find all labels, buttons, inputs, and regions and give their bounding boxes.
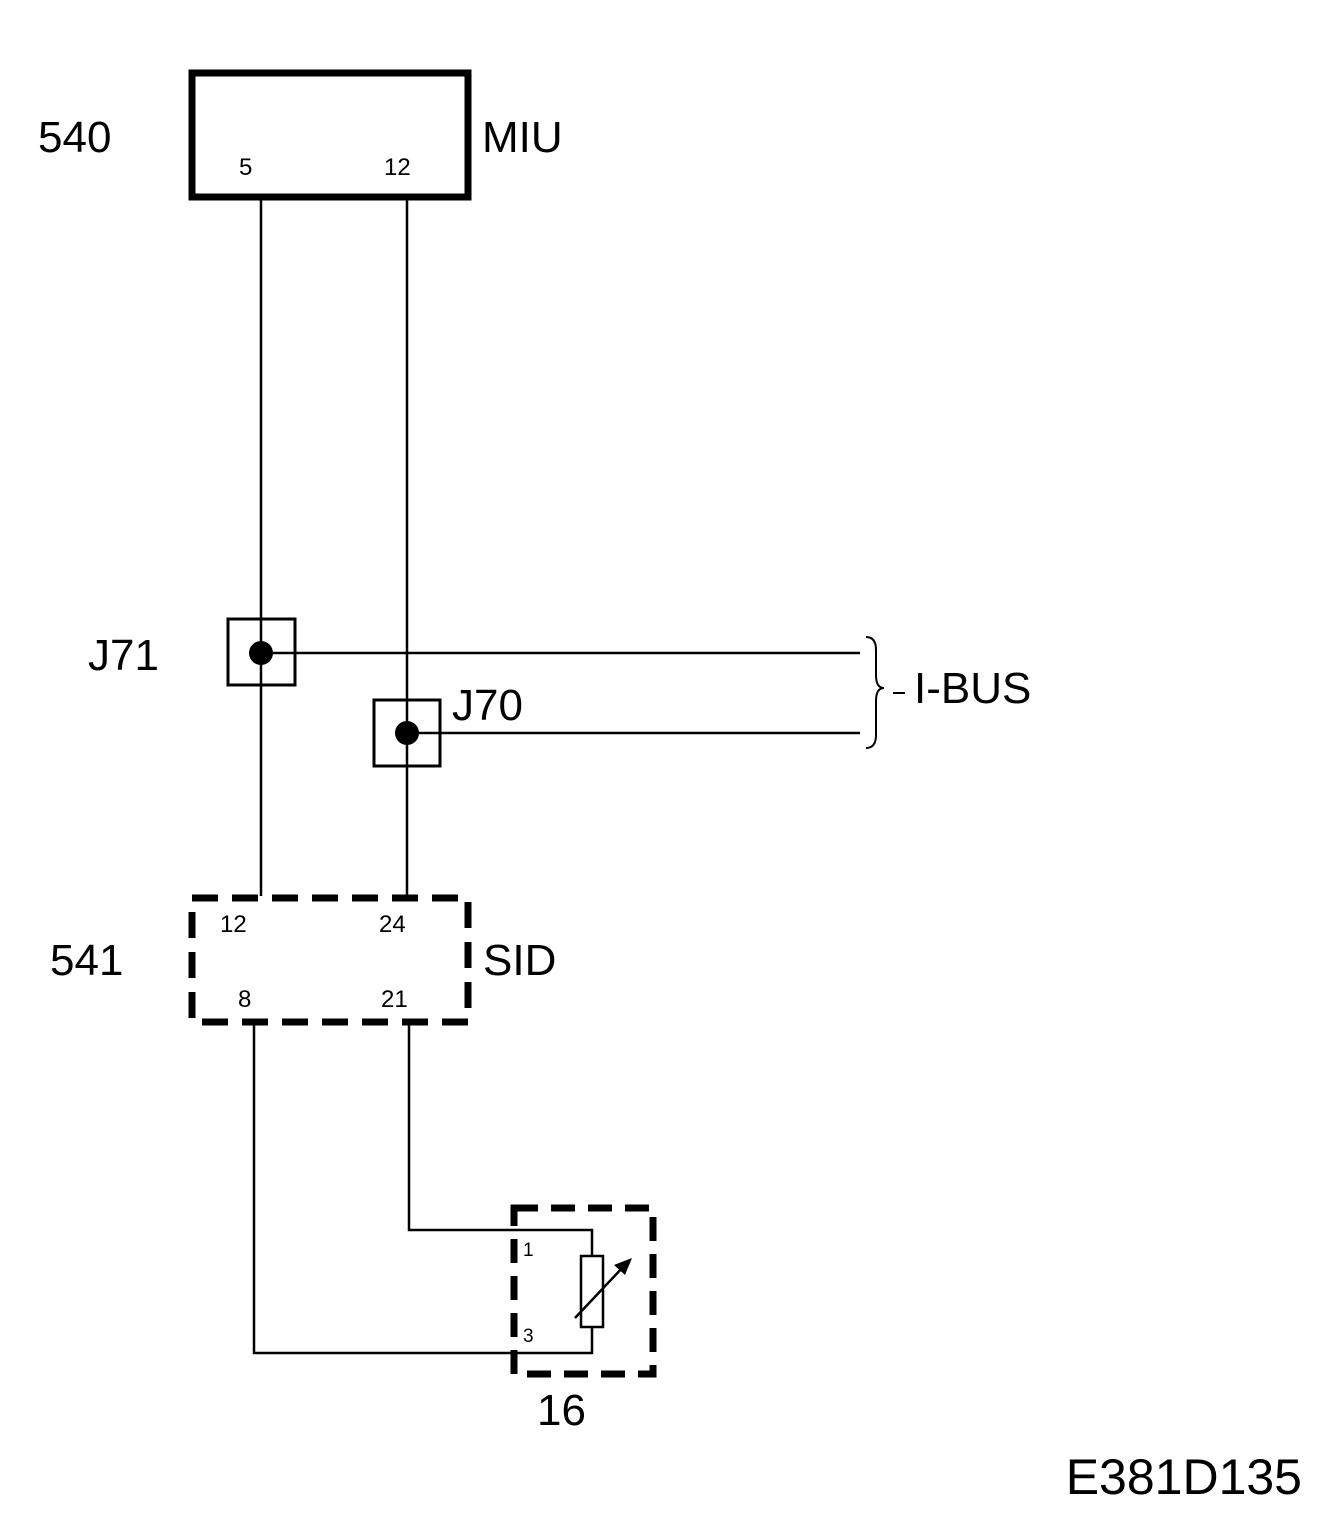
miu-pin-5: 5 xyxy=(239,154,252,181)
sid-box xyxy=(188,894,472,1026)
resistor-arrow-shaft xyxy=(574,1265,625,1319)
wire-sid8-sensor3 xyxy=(252,1022,594,1355)
sid-unit: 541 SID 12 24 8 21 xyxy=(50,894,556,1026)
miu-name: MIU xyxy=(482,113,563,162)
sensor-number: 16 xyxy=(537,1386,586,1435)
ibus-label: I-BUS xyxy=(914,664,1031,713)
miu-pin-12: 12 xyxy=(384,154,411,181)
sid-name: SID xyxy=(483,936,556,985)
ibus-brace xyxy=(865,636,885,749)
j70-node xyxy=(395,721,419,745)
sid-pin-12: 12 xyxy=(220,911,247,938)
j70-label: J70 xyxy=(452,681,523,730)
variable-resistor-icon xyxy=(579,1254,605,1329)
resistor-arrow-head xyxy=(614,1258,632,1275)
miu-number: 540 xyxy=(38,113,111,162)
wire-sid21-sensor1 xyxy=(407,1022,594,1256)
j71-node xyxy=(249,641,273,665)
sensor-box xyxy=(510,1204,657,1378)
sid-pin-8: 8 xyxy=(238,986,251,1013)
sensor-unit: 1 3 16 xyxy=(510,1204,657,1435)
junction-j70: J70 xyxy=(372,681,523,768)
j71-label: J71 xyxy=(88,631,159,680)
miu-box xyxy=(188,69,472,201)
sid-pin-21: 21 xyxy=(381,986,408,1013)
miu-unit: 540 MIU 5 12 xyxy=(38,69,563,201)
sid-number: 541 xyxy=(50,936,123,985)
sensor-pin-1: 1 xyxy=(523,1240,534,1261)
drawing-code: E381D135 xyxy=(1066,1449,1302,1505)
sensor-pin-3: 3 xyxy=(523,1326,534,1347)
sid-pin-24: 24 xyxy=(379,911,406,938)
junction-j71: J71 xyxy=(88,617,297,687)
